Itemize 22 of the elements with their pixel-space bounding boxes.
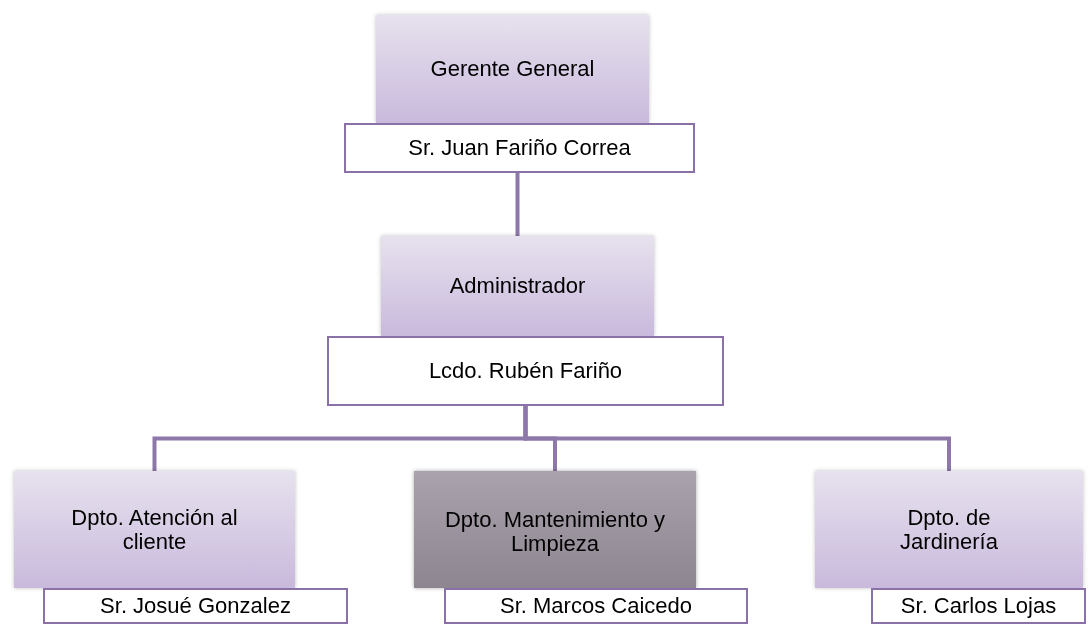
- connector-line: [515, 173, 520, 236]
- person-name: Sr. Juan Fariño Correa: [408, 136, 631, 160]
- name-box: [871, 588, 1086, 624]
- connector-line: [523, 406, 951, 471]
- name-box: [444, 588, 748, 624]
- name-box: [43, 588, 348, 624]
- name-box: [327, 336, 724, 406]
- person-name: Sr. Marcos Caicedo: [500, 594, 692, 618]
- person-name: Sr. Carlos Lojas: [900, 594, 1057, 618]
- position-box: [376, 15, 649, 123]
- position-box: [381, 236, 654, 336]
- position-box: [815, 471, 1083, 588]
- position-title: Gerente General: [430, 57, 595, 81]
- position-title: Dpto. Mantenimiento y Limpieza: [443, 507, 667, 556]
- person-name: Sr. Josué Gonzalez: [100, 594, 291, 618]
- person-name: Lcdo. Rubén Fariño: [428, 359, 623, 383]
- position-title: Administrador: [449, 274, 586, 298]
- position-title: Dpto. de Jardinería: [899, 505, 999, 554]
- position-box: [414, 471, 696, 588]
- position-box: [14, 471, 295, 588]
- position-title: Dpto. Atención al cliente: [70, 505, 239, 554]
- name-box: [344, 123, 695, 173]
